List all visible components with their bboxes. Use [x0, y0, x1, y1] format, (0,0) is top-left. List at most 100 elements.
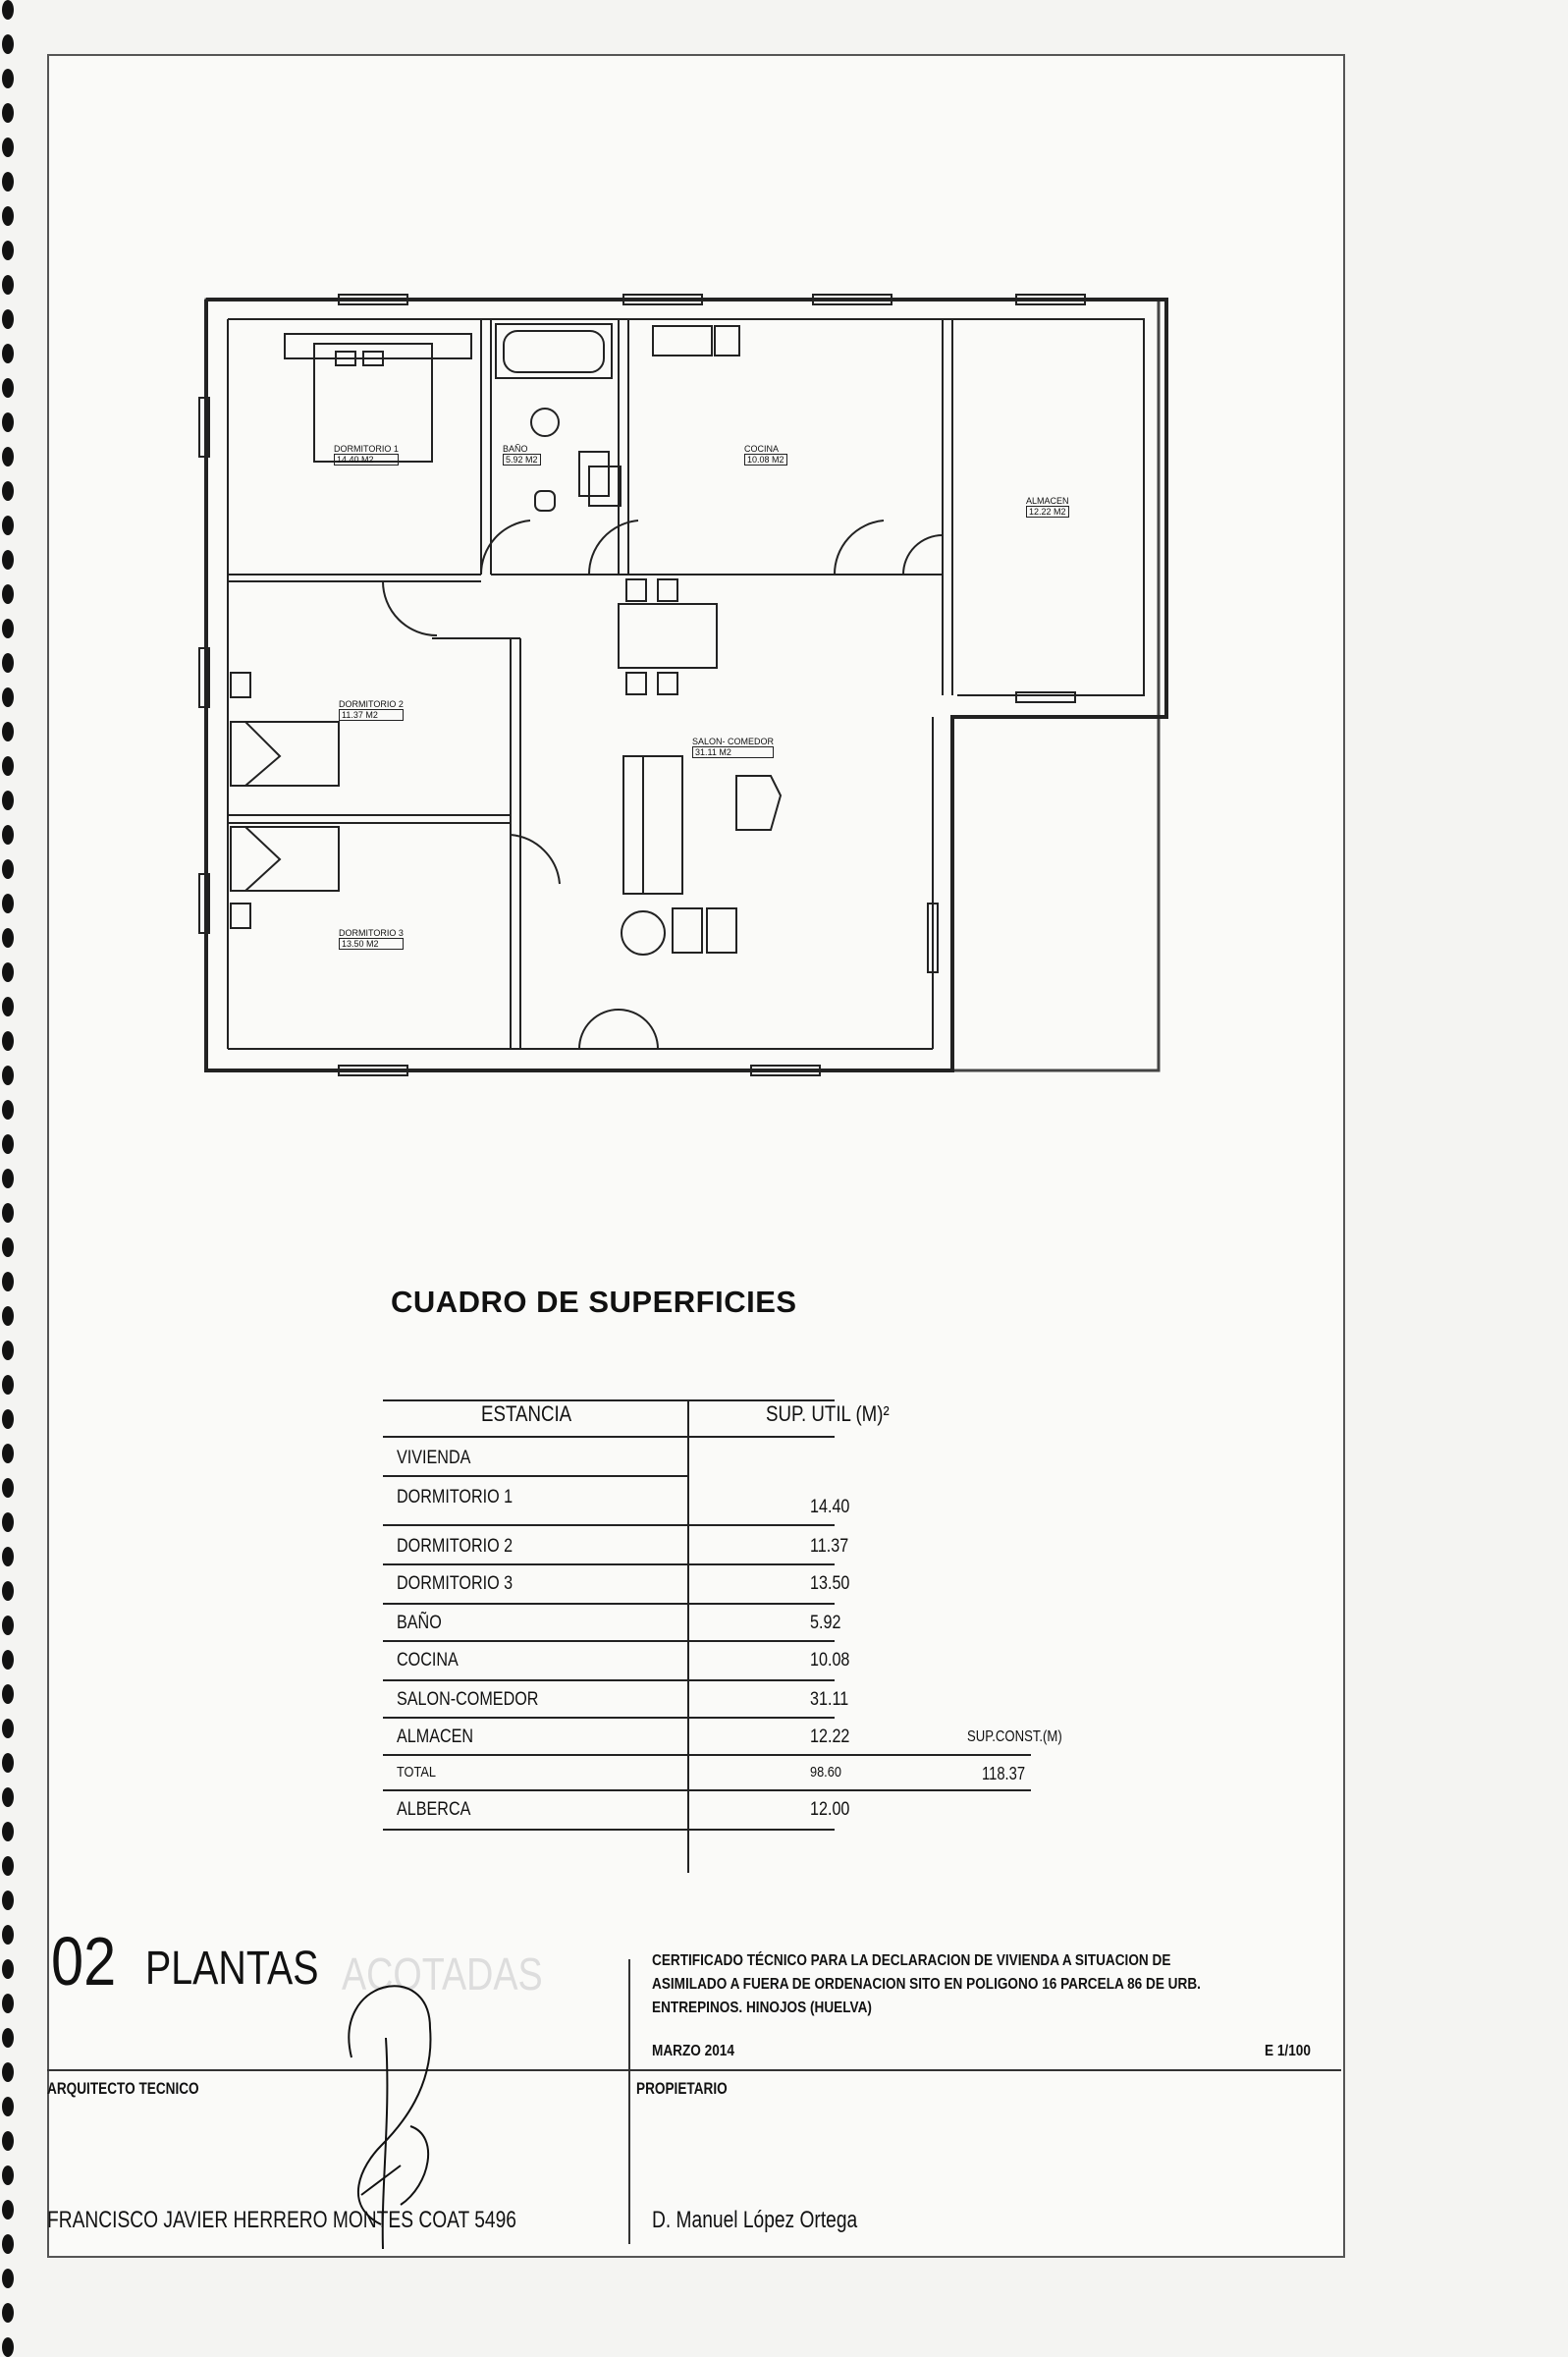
- divider: [628, 1959, 630, 2244]
- spiral-coil: [2, 241, 14, 260]
- spiral-coil: [2, 1169, 14, 1188]
- spiral-coil: [2, 2028, 14, 2048]
- spiral-coil: [2, 447, 14, 466]
- spiral-coil: [2, 859, 14, 879]
- spiral-coil: [2, 1134, 14, 1154]
- propietario-label: PROPIETARIO: [636, 2079, 728, 2098]
- rule: [383, 1829, 835, 1831]
- spiral-coil: [2, 550, 14, 570]
- spiral-coil: [2, 1444, 14, 1463]
- signature: [348, 1985, 432, 2250]
- spiral-coil: [2, 1512, 14, 1532]
- spiral-coil: [2, 2200, 14, 2220]
- spiral-coil: [2, 378, 14, 398]
- spiral-coil: [2, 275, 14, 295]
- spiral-coil: [2, 481, 14, 501]
- rule: [383, 1563, 835, 1565]
- scale: E 1/100: [1265, 2043, 1311, 2059]
- spiral-coil: [2, 1684, 14, 1704]
- spiral-coil: [2, 1856, 14, 1876]
- spiral-coil: [2, 516, 14, 535]
- spiral-coil: [2, 1925, 14, 1945]
- sheet-number: 02: [51, 1923, 117, 2000]
- certificate-description: CERTIFICADO TÉCNICO PARA LA DECLARACION …: [652, 1952, 1201, 2016]
- spiral-coil: [2, 928, 14, 948]
- spiral-coil: [2, 1237, 14, 1257]
- spiral-coil: [2, 1994, 14, 2013]
- spiral-coil: [2, 1375, 14, 1395]
- spiral-coil: [2, 653, 14, 673]
- spiral-coil: [2, 1650, 14, 1670]
- spiral-coil: [2, 172, 14, 192]
- divider: [47, 2069, 1341, 2071]
- spiral-coil: [2, 103, 14, 123]
- spiral-coil: [2, 584, 14, 604]
- spiral-coil: [2, 1341, 14, 1360]
- spiral-coil: [2, 344, 14, 363]
- spiral-coil: [2, 1547, 14, 1566]
- spiral-coil: [2, 2337, 14, 2357]
- spiral-coil: [2, 2303, 14, 2323]
- spiral-coil: [2, 206, 14, 226]
- spiral-coil: [2, 2269, 14, 2288]
- col-estancia: ESTANCIA: [481, 1401, 572, 1426]
- spiral-coil: [2, 756, 14, 776]
- spiral-coil: [2, 0, 14, 20]
- spiral-coil: [2, 619, 14, 638]
- date: MARZO 2014: [652, 2043, 734, 2059]
- spiral-coil: [2, 894, 14, 913]
- spiral-coil: [2, 1478, 14, 1498]
- spiral-coil: [2, 997, 14, 1016]
- spiral-coil: [2, 1272, 14, 1291]
- rule: [383, 1524, 835, 1526]
- spiral-coil: [2, 1409, 14, 1429]
- spiral-coil: [2, 1891, 14, 1910]
- rule: [383, 1717, 835, 1719]
- rule: [383, 1640, 835, 1642]
- spiral-coil: [2, 687, 14, 707]
- spiral-coil: [2, 2165, 14, 2185]
- spiral-coil: [2, 962, 14, 982]
- spiral-coil: [2, 791, 14, 810]
- spiral-coil: [2, 722, 14, 741]
- rule: [383, 1399, 835, 1401]
- spiral-coil: [2, 1581, 14, 1601]
- spiral-coil: [2, 1959, 14, 1979]
- rule: [383, 1603, 835, 1605]
- col-sup-util: SUP. UTIL (M)²: [766, 1401, 890, 1426]
- title-block: 02 PLANTAS ACOTADAS CERTIFICADO TÉCNICO …: [47, 1923, 1341, 2254]
- column-divider: [687, 1399, 689, 1873]
- rule: [383, 1436, 835, 1438]
- spiral-coil: [2, 309, 14, 329]
- rule: [383, 1679, 835, 1681]
- spiral-coil: [2, 2097, 14, 2116]
- superficies-title: CUADRO DE SUPERFICIES: [391, 1285, 797, 1319]
- sup-const-value: 118.37: [982, 1764, 1026, 1783]
- spiral-binding: [2, 0, 14, 2357]
- spiral-coil: [2, 2131, 14, 2151]
- spiral-coil: [2, 412, 14, 432]
- spiral-coil: [2, 1822, 14, 1841]
- arquitecto-label: ARQUITECTO TECNICO: [47, 2079, 199, 2098]
- spiral-coil: [2, 1787, 14, 1807]
- spiral-coil: [2, 137, 14, 157]
- spiral-coil: [2, 825, 14, 845]
- drawing-sheet: [47, 54, 1345, 2258]
- spiral-coil: [2, 1203, 14, 1223]
- spiral-coil: [2, 1616, 14, 1635]
- arquitecto-name: FRANCISCO JAVIER HERRERO MONTES COAT 549…: [47, 2207, 516, 2233]
- rule: [383, 1475, 687, 1477]
- spiral-coil: [2, 2062, 14, 2082]
- spiral-coil: [2, 1719, 14, 1738]
- spiral-coil: [2, 69, 14, 88]
- sheet-title: PLANTAS: [145, 1943, 319, 1995]
- spiral-coil: [2, 1306, 14, 1326]
